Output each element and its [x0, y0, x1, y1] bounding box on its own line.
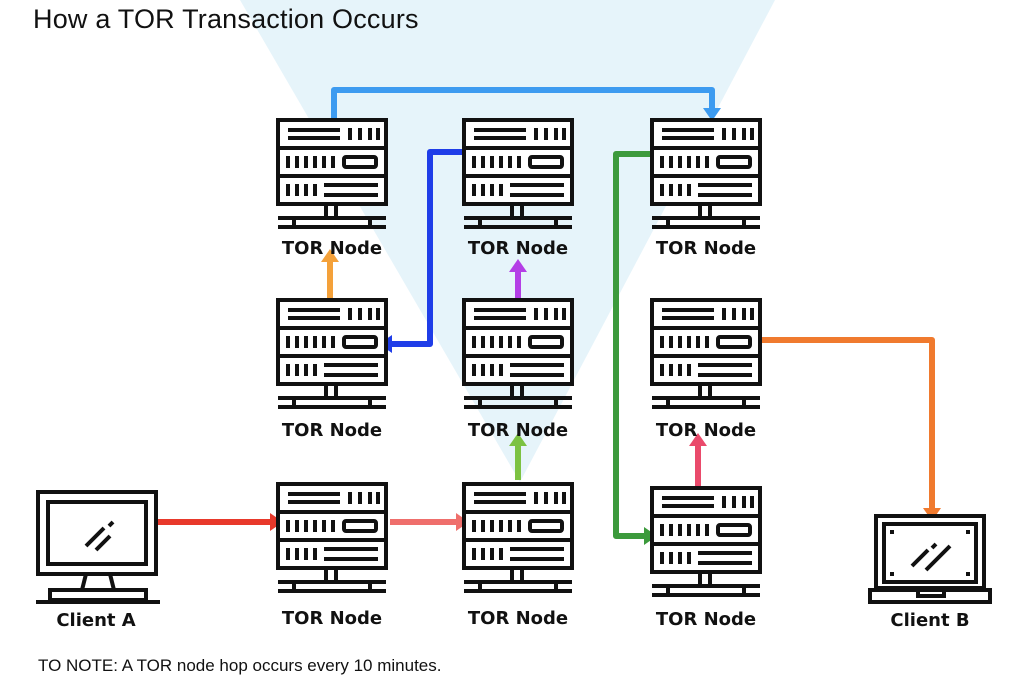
- server-icon: [462, 118, 574, 229]
- server-icon: [276, 298, 388, 409]
- desktop-monitor-icon: [36, 490, 160, 604]
- tor-node-n2: [462, 118, 574, 230]
- client-a: [36, 490, 160, 610]
- client-b: [868, 512, 994, 608]
- tor-node-label: TOR Node: [467, 238, 569, 259]
- tor-node-label: TOR Node: [467, 420, 569, 441]
- arrow-n6-to-client-b: [762, 337, 935, 508]
- server-icon: [462, 482, 574, 593]
- tor-node-label: TOR Node: [655, 420, 757, 441]
- tor-node-n8: [462, 482, 574, 594]
- arrowhead-icon: [509, 259, 527, 272]
- tor-node-label: TOR Node: [655, 609, 757, 630]
- client-a-label: Client A: [56, 610, 136, 631]
- server-icon: [650, 118, 762, 229]
- server-icon: [650, 486, 762, 597]
- tor-node-n4: [276, 298, 388, 410]
- tor-node-n5: [462, 298, 574, 410]
- arrowhead-icon: [689, 433, 707, 446]
- server-icon: [276, 118, 388, 229]
- client-b-label: Client B: [890, 610, 970, 631]
- tor-node-label: TOR Node: [281, 420, 383, 441]
- tor-node-label: TOR Node: [281, 608, 383, 629]
- page-title: How a TOR Transaction Occurs: [33, 4, 419, 34]
- arrowhead-icon: [703, 108, 721, 121]
- server-icon: [462, 298, 574, 409]
- arrow-n1-to-n3: [331, 87, 715, 118]
- arrowhead-icon: [321, 249, 339, 262]
- arrow-n3-to-n9: [613, 151, 650, 539]
- tor-node-n9: [650, 486, 762, 598]
- tor-node-n3: [650, 118, 762, 230]
- server-icon: [276, 482, 388, 593]
- arrowhead-icon: [509, 433, 527, 446]
- tor-node-label: TOR Node: [467, 608, 569, 629]
- arrow-n2-to-n4: [392, 149, 462, 347]
- laptop-icon: [868, 514, 992, 604]
- footnote: TO NOTE: A TOR node hop occurs every 10 …: [38, 656, 442, 675]
- tor-node-label: TOR Node: [655, 238, 757, 259]
- tor-node-label: TOR Node: [281, 238, 383, 259]
- tor-node-n7: [276, 482, 388, 594]
- tor-node-n6: [650, 298, 762, 410]
- server-icon: [650, 298, 762, 409]
- tor-node-n1: [276, 118, 388, 230]
